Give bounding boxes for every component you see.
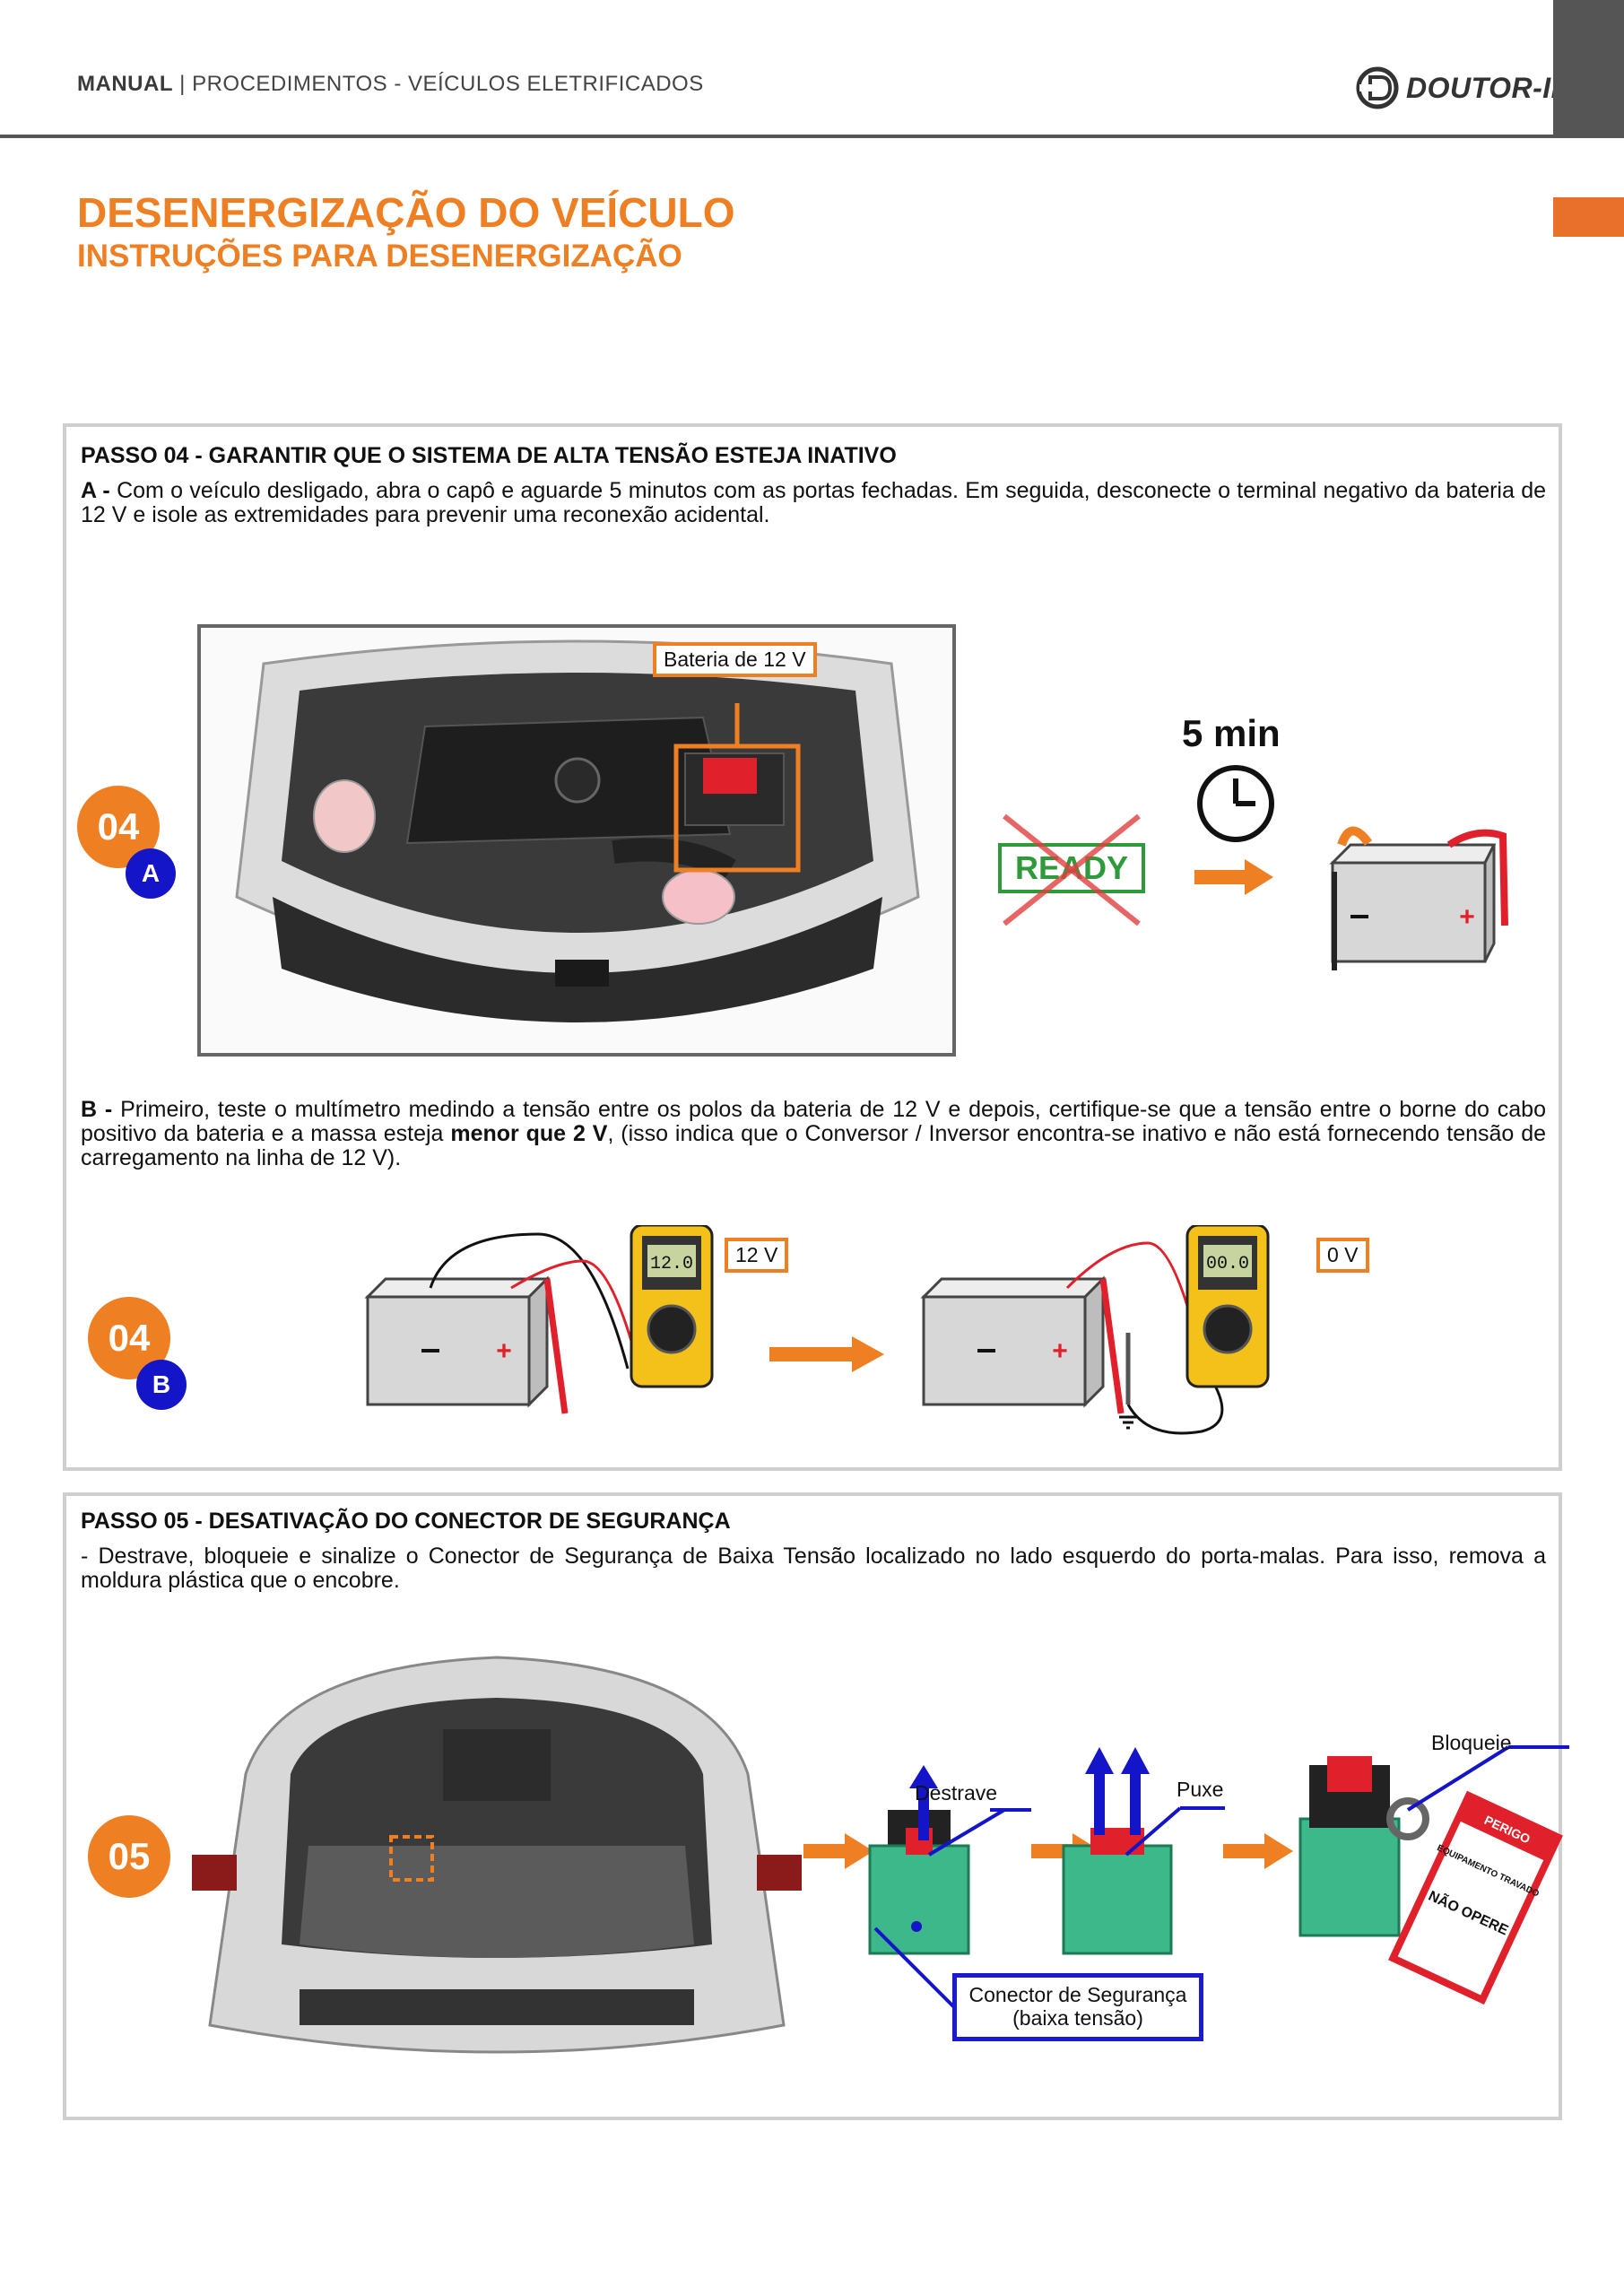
brand-logo: DOUTOR-IE	[1356, 61, 1570, 115]
battery-callout: Bateria de 12 V	[653, 642, 817, 677]
header-breadcrumb: MANUAL | PROCEDIMENTOS - VEÍCULOS ELETRI…	[77, 72, 704, 97]
arrow-icon	[803, 1833, 873, 1869]
safety-connector-label: Conector de Segurança (baixa tensão)	[952, 1973, 1203, 2041]
measurement-positive-to-ground: + 00.0	[920, 1225, 1270, 1435]
step-04b-label: B -	[81, 1097, 113, 1122]
step-04b-bold: menor que 2 V	[450, 1121, 608, 1146]
arrow-icon	[1194, 859, 1273, 895]
step-04b-text-1: Primeiro, teste o multímetro medindo a t…	[81, 1097, 1546, 1146]
logo-icon	[1356, 66, 1399, 109]
step-04a-label: A -	[81, 478, 110, 503]
wait-time-label: 5 min	[1182, 712, 1281, 754]
meter-1-callout: 12 V	[725, 1238, 789, 1273]
connector-label-line-1: Conector de Segurança	[968, 1983, 1187, 2006]
header-section: PROCEDIMENTOS - VEÍCULOS ELETRIFICADOS	[192, 72, 704, 96]
step-04b-text-2: , (isso indica que o Conversor / Inverso…	[81, 1121, 1547, 1170]
meter-2-display: 00.0	[1206, 1254, 1249, 1274]
connector-leader-line	[873, 1926, 958, 2011]
connector-lock-illustration: PERIGO EQUIPAMENTO TRAVADO NÃO OPERE	[1298, 1745, 1569, 2005]
page-title: DESENERGIZAÇÃO DO VEÍCULO	[77, 189, 735, 236]
header-separator: |	[179, 72, 186, 96]
page-edge-tab	[1553, 0, 1624, 138]
step-04a-sub-badge: A	[126, 848, 176, 899]
step-04b-sub-badge: B	[136, 1360, 187, 1410]
meter-1-display: 12.0	[650, 1254, 693, 1274]
engine-bay-image	[197, 624, 956, 1057]
chapter-tab	[1553, 197, 1624, 237]
connector-label-line-2: (baixa tensão)	[1012, 2006, 1143, 2030]
engine-bay-illustration	[201, 628, 952, 1053]
step-04-title: PASSO 04 - GARANTIR QUE O SISTEMA DE ALT…	[81, 443, 897, 468]
header-manual: MANUAL	[77, 72, 173, 96]
step-04-panel: PASSO 04 - GARANTIR QUE O SISTEMA DE ALT…	[63, 423, 1562, 1471]
step-05-instructions: - Destrave, bloqueie e sinalize o Conect…	[81, 1544, 1546, 1593]
logo-text: DOUTOR-IE	[1406, 71, 1571, 104]
step-04a-text: Com o veículo desligado, abra o capô e a…	[81, 478, 1546, 527]
clock-icon	[1197, 765, 1274, 842]
header-divider	[0, 135, 1553, 138]
svg-text:+: +	[1052, 1336, 1068, 1366]
trunk-illustration	[192, 1656, 802, 2054]
measurement-battery-poles: + 12.0	[364, 1225, 714, 1414]
battery-disconnected-icon: +	[1329, 826, 1508, 970]
pull-label: Puxe	[1177, 1778, 1224, 1801]
page-subtitle: INSTRUÇÕES PARA DESENERGIZAÇÃO	[77, 239, 682, 274]
arrow-icon	[1223, 1833, 1293, 1869]
svg-text:+: +	[1459, 902, 1475, 932]
connector-pull-illustration	[1062, 1747, 1225, 1955]
connector-unlock-illustration	[868, 1765, 1031, 1955]
step-05-badge: 05	[88, 1815, 170, 1898]
step-04a-instructions: A - Com o veículo desligado, abra o capô…	[81, 479, 1546, 527]
ready-crossed-icon: READY	[998, 813, 1145, 926]
step-05-panel: PASSO 05 - DESATIVAÇÃO DO CONECTOR DE SE…	[63, 1492, 1569, 2120]
lock-label: Bloqueie	[1431, 1731, 1512, 1754]
svg-text:+: +	[496, 1336, 512, 1366]
step-04b-instructions: B - Primeiro, teste o multímetro medindo…	[81, 1098, 1546, 1170]
unlock-label: Destrave	[915, 1781, 998, 1805]
step-05-title: PASSO 05 - DESATIVAÇÃO DO CONECTOR DE SE…	[81, 1509, 731, 1534]
arrow-icon	[769, 1336, 884, 1372]
meter-2-callout: 0 V	[1316, 1238, 1369, 1273]
